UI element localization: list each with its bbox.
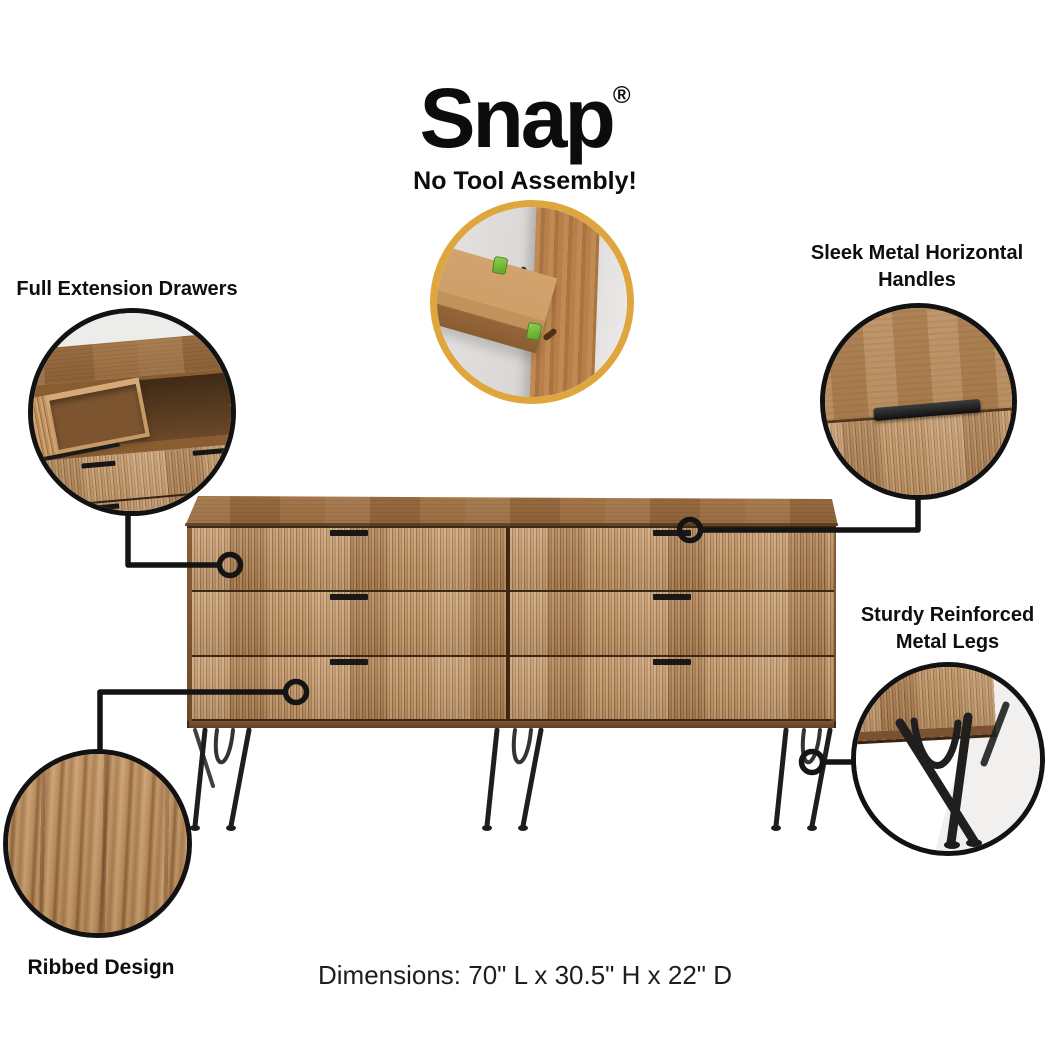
hairpin-legs bbox=[190, 728, 833, 831]
handle-closeup-photo bbox=[825, 308, 1012, 495]
ribbed-texture-circle bbox=[3, 749, 192, 938]
leg-closeup-photo bbox=[856, 667, 1040, 851]
dresser-side-left bbox=[187, 528, 192, 721]
assembly-closeup-circle bbox=[430, 200, 634, 404]
registered-trademark-icon: ® bbox=[612, 82, 631, 109]
callout-label-full-extension-drawers: Full Extension Drawers bbox=[16, 278, 238, 300]
brand-title: Snap® bbox=[0, 76, 1050, 160]
drawer-column-left bbox=[192, 528, 506, 719]
open-drawer-closeup-photo bbox=[33, 313, 231, 511]
brand-name: Snap bbox=[419, 71, 615, 165]
drawer-handle bbox=[330, 594, 368, 601]
ribbed-texture-photo bbox=[8, 754, 187, 933]
drawer-gap bbox=[33, 487, 231, 511]
dimensions-text: Dimensions: 70" L x 30.5" H x 22" D bbox=[317, 960, 733, 990]
dresser-top-edge bbox=[185, 523, 838, 526]
drawer-front bbox=[192, 528, 506, 591]
drawer-handle bbox=[85, 503, 120, 511]
callout-label-sturdy-reinforced-metal-legs: Sturdy Reinforced Metal Legs bbox=[860, 604, 1035, 653]
callout-label-ribbed-design: Ribbed Design bbox=[27, 956, 175, 979]
snap-connector-icon bbox=[491, 255, 509, 276]
drawer-handle bbox=[81, 460, 116, 469]
leg-closeup-circle bbox=[851, 662, 1045, 856]
assembly-closeup-photo bbox=[437, 207, 627, 397]
dresser-product-image bbox=[185, 492, 838, 840]
dresser-body bbox=[187, 526, 836, 728]
hairpin-leg-drawing bbox=[895, 701, 1010, 849]
drawer-front bbox=[510, 592, 834, 655]
drawer-front bbox=[192, 656, 506, 719]
snap-connector-icon bbox=[525, 321, 543, 342]
drawer-handle bbox=[653, 530, 691, 536]
drawer-column-right bbox=[510, 528, 834, 719]
callout-label-sleek-metal-horizontal-handles: Sleek Metal Horizontal Handles bbox=[810, 242, 1024, 291]
drawer-handle bbox=[653, 594, 691, 601]
ribbed-drawer-front bbox=[825, 407, 1012, 495]
open-drawer-closeup-circle bbox=[28, 308, 236, 516]
drawer-front bbox=[510, 656, 834, 719]
dresser-top-surface bbox=[185, 496, 838, 526]
drawer-front bbox=[192, 592, 506, 655]
drawer-handle bbox=[192, 448, 228, 457]
drawer-handle bbox=[330, 530, 368, 536]
drawer-handle bbox=[653, 658, 691, 665]
dresser-bottom-edge bbox=[189, 721, 834, 728]
drawer-handle bbox=[330, 658, 368, 665]
handle-closeup-circle bbox=[820, 303, 1017, 500]
drawer-front bbox=[510, 528, 834, 591]
tagline: No Tool Assembly! bbox=[413, 167, 637, 195]
